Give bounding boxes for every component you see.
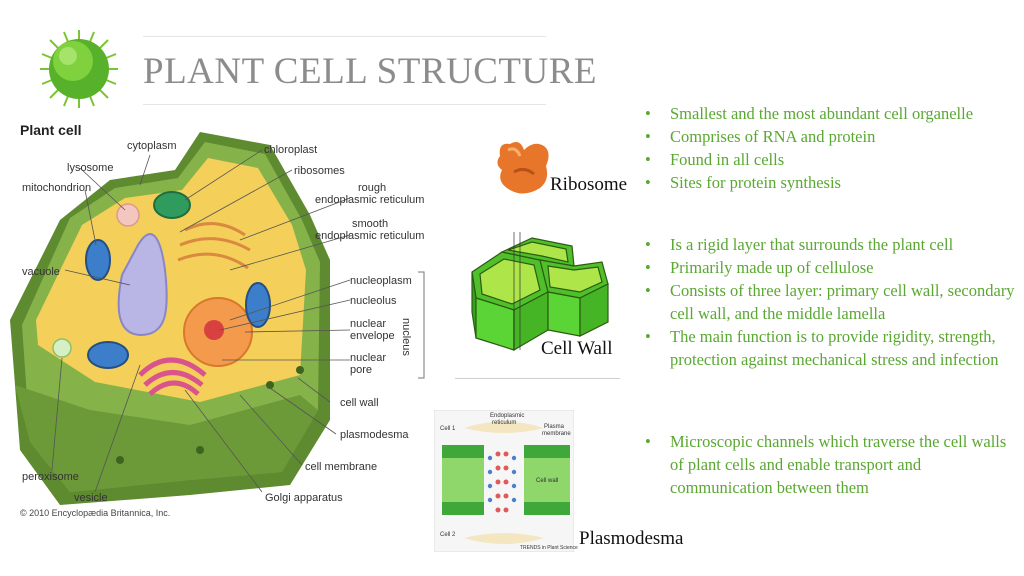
- title-rule-top: [143, 36, 546, 37]
- cell-wall-caption: Cell Wall: [541, 338, 613, 359]
- image-credit: © 2010 Encyclopædia Britannica, Inc.: [20, 508, 171, 518]
- ribosome-point: Sites for protein synthesis: [645, 171, 1015, 194]
- label-nucleus: nucleus: [400, 318, 412, 356]
- label-nuclear-pore-1: nuclear: [350, 352, 387, 364]
- plasmodesma-illustration: [434, 410, 574, 552]
- label-nuclear-pore-2: pore: [350, 364, 373, 376]
- plasmodesma-label-source: TRENDS in Plant Science: [520, 545, 578, 551]
- plasmodesma-label-er-1: Endoplasmic: [490, 413, 525, 419]
- label-rough-er-2: endoplasmic reticulum: [315, 194, 425, 206]
- plasmodesma-label-pm-2: membrane: [542, 431, 571, 437]
- ribosome-point: Found in all cells: [645, 148, 1015, 171]
- label-vesicle: vesicle: [74, 492, 108, 504]
- cell-wall-illustration: [471, 232, 609, 352]
- ribosome-points: Smallest and the most abundant cell orga…: [645, 102, 1015, 194]
- cell-wall-point: Primarily made up of cellulose: [645, 256, 1015, 279]
- plasmodesma-caption: Plasmodesma: [579, 528, 684, 549]
- plasmodesma-points: Microscopic channels which traverse the …: [645, 430, 1015, 499]
- title-rule-bottom: [143, 104, 546, 105]
- plant-cell-diagram: [10, 132, 425, 505]
- label-cell-wall: cell wall: [340, 397, 379, 409]
- label-cell-membrane: cell membrane: [305, 461, 378, 473]
- cell-wall-point: Is a rigid layer that surrounds the plan…: [645, 233, 1015, 256]
- label-chloroplast: chloroplast: [264, 144, 318, 156]
- plasmodesma-point: Microscopic channels which traverse the …: [645, 430, 1015, 499]
- page-title: PLANT CELL STRUCTURE: [143, 51, 598, 92]
- label-nucleoplasm: nucleoplasm: [350, 275, 412, 287]
- cell-wall-point: The main function is to provide rigidity…: [645, 325, 1015, 371]
- ribosome-illustration: [497, 142, 549, 194]
- label-cytoplasm: cytoplasm: [127, 140, 177, 152]
- ribosome-point: Comprises of RNA and protein: [645, 125, 1015, 148]
- label-peroxisome: peroxisome: [22, 471, 79, 483]
- label-smooth-er-1: smooth: [352, 218, 389, 230]
- plasmodesma-label-wall: Cell wall: [536, 478, 559, 484]
- label-rough-er-1: rough: [358, 182, 387, 194]
- plasmodesma-label-cell1: Cell 1: [440, 426, 456, 432]
- label-nuclear-envelope-1: nuclear: [350, 318, 387, 330]
- ribosome-caption: Ribosome: [550, 174, 628, 195]
- label-plasmodesma: plasmodesma: [340, 429, 409, 441]
- cell-wall-points: Is a rigid layer that surrounds the plan…: [645, 233, 1015, 371]
- label-vacuole: vacuole: [22, 266, 60, 278]
- plasmodesma-label-pm-1: Plasma: [544, 424, 565, 430]
- green-cell-ball-icon: [40, 30, 118, 108]
- label-mitochondrion: mitochondrion: [22, 182, 92, 194]
- section-divider: [455, 378, 620, 379]
- label-golgi: Golgi apparatus: [265, 492, 343, 504]
- label-lysosome: lysosome: [67, 162, 114, 174]
- label-nuclear-envelope-2: envelope: [350, 330, 395, 342]
- plasmodesma-label-cell2: Cell 2: [440, 532, 456, 538]
- label-ribosomes: ribosomes: [294, 165, 345, 177]
- label-smooth-er-2: endoplasmic reticulum: [315, 230, 425, 242]
- plasmodesma-label-er-2: reticulum: [492, 420, 517, 426]
- cell-wall-point: Consists of three layer: primary cell wa…: [645, 279, 1015, 325]
- diagram-heading: Plant cell: [20, 122, 82, 138]
- ribosome-point: Smallest and the most abundant cell orga…: [645, 102, 1015, 125]
- label-nucleolus: nucleolus: [350, 295, 397, 307]
